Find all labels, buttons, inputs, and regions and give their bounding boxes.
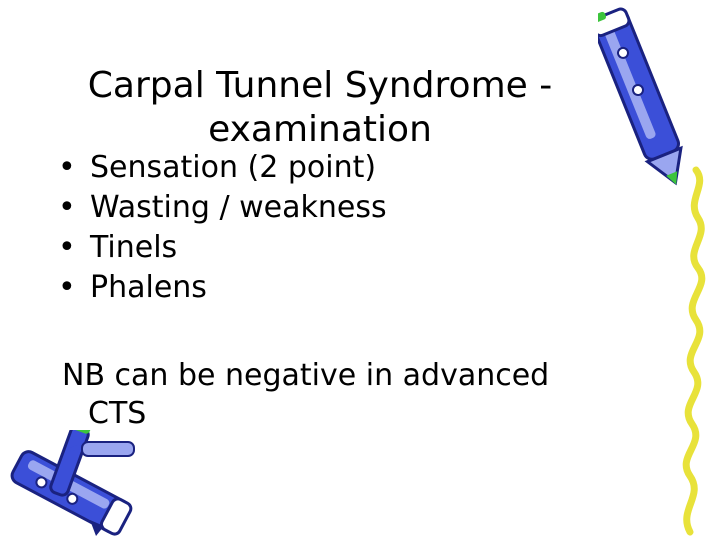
bullet-text: Sensation (2 point) [90,150,377,185]
bullet-marker: • [58,150,76,185]
pen-clipart-icon [10,430,135,536]
bullet-list: • Sensation (2 point) • Wasting / weakne… [58,148,618,308]
pen-clipart-icon [598,7,706,536]
list-item: • Tinels [58,228,618,268]
list-item: • Wasting / weakness [58,188,618,228]
note-line-2: CTS [88,396,147,431]
bullet-marker: • [58,190,76,225]
list-item: • Phalens [58,268,618,308]
bullet-text: Phalens [90,270,207,305]
bullet-marker: • [58,270,76,305]
slide-title: Carpal Tunnel Syndrome - examination [60,64,580,152]
bullet-text: Wasting / weakness [90,190,387,225]
bullet-marker: • [58,230,76,265]
note-line-1: NB can be negative in advanced [62,358,550,393]
list-item: • Sensation (2 point) [58,148,618,188]
title-line-2: examination [208,109,432,151]
title-line-1: Carpal Tunnel Syndrome - [87,65,553,107]
note-text: NB can be negative in advanced CTS [62,357,622,433]
bullet-text: Tinels [90,230,178,265]
